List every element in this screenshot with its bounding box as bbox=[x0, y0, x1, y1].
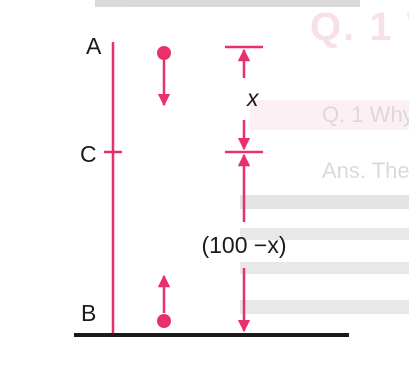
question-badge bbox=[250, 100, 409, 130]
background-faint-line-2 bbox=[240, 228, 409, 240]
dimension-lower-label: (100 −x) bbox=[201, 232, 286, 258]
dimension-upper: x bbox=[225, 45, 263, 154]
falling-ball bbox=[157, 46, 171, 60]
dimension-upper-label: x bbox=[246, 85, 260, 111]
rising-ball bbox=[157, 314, 171, 328]
top-ruler-bar bbox=[95, 0, 360, 7]
background-heading-text: Q. 1 Why going to a bus bbox=[310, 5, 409, 49]
point-label-a: A bbox=[86, 33, 102, 59]
point-label-c: C bbox=[80, 141, 97, 167]
dimension-lower: (100 −x) bbox=[201, 153, 287, 333]
background-print: Q. 1 Why going to a bus Q. 1 Why going t… bbox=[95, 0, 409, 314]
background-question-text: Q. 1 Why going to a bus bbox=[322, 102, 409, 127]
point-label-b: B bbox=[81, 300, 96, 326]
background-answer-text: Ans. The roads leading t bbox=[322, 158, 409, 183]
background-faint-line-1 bbox=[240, 195, 409, 209]
background-faint-line-3 bbox=[240, 262, 409, 274]
background-faint-line-4 bbox=[240, 300, 409, 314]
